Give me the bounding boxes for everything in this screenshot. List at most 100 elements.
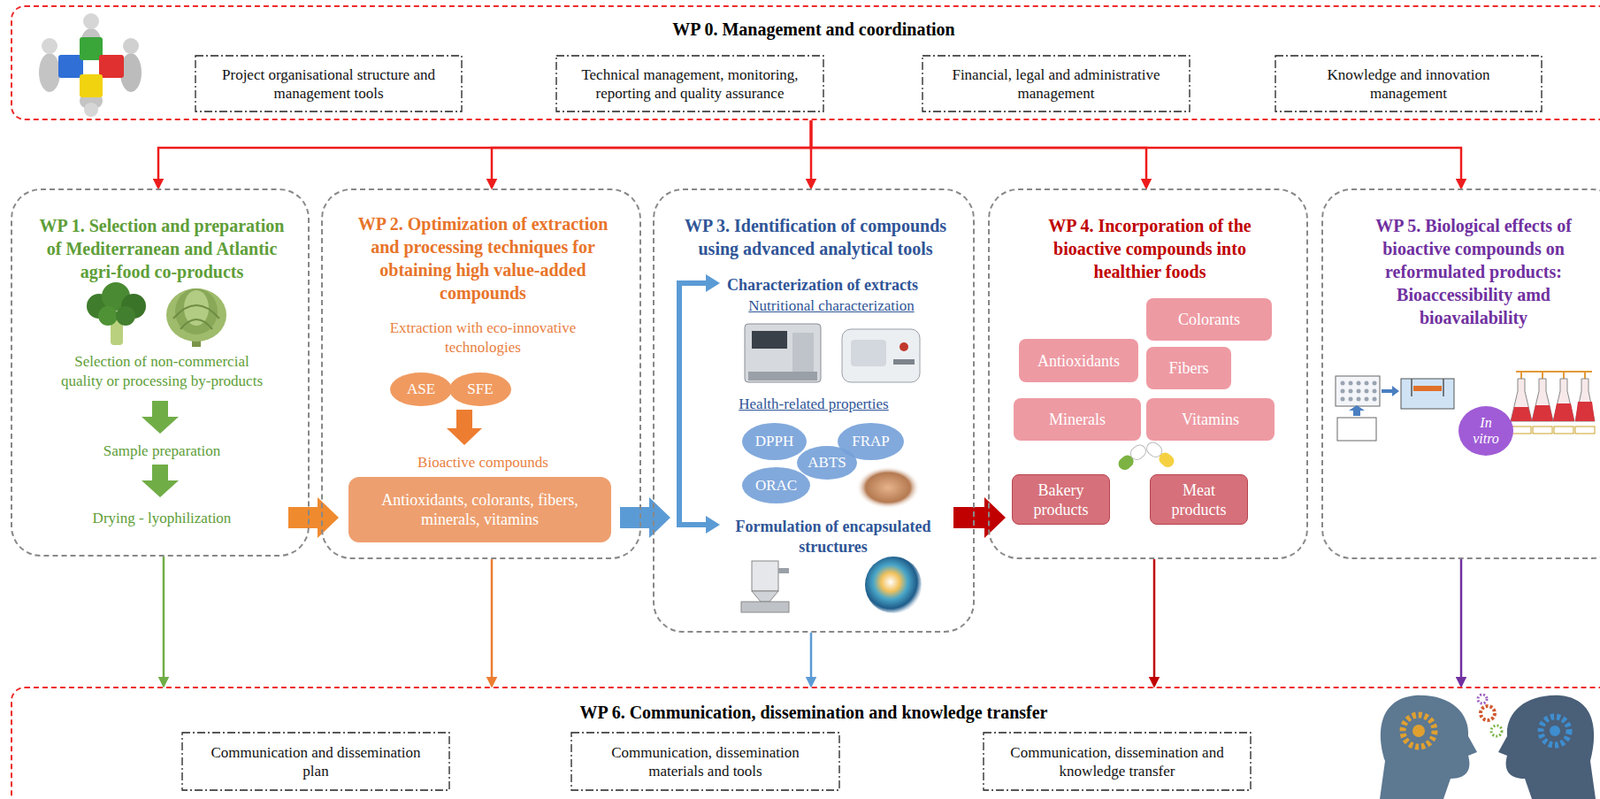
broccoli-picture — [86, 282, 146, 345]
label-text: ABTS — [807, 453, 846, 472]
label-text: ORAC — [755, 476, 797, 495]
teamwork-icon — [79, 37, 103, 61]
label-text: Extraction with eco-innovative technolog… — [358, 318, 608, 358]
flask-picture — [1531, 405, 1554, 422]
ellipse-fill — [796, 445, 858, 480]
instrument-picture — [850, 339, 887, 367]
task-box: Financial, legal and administrative mana… — [921, 54, 1191, 113]
pill-picture — [1128, 442, 1149, 462]
teamwork-icon — [99, 54, 124, 78]
compound-box: Antioxidants, colorants, fibers, mineral… — [348, 476, 612, 543]
label-text: Financial, legal and administrative mana… — [937, 65, 1175, 103]
digestion-model-picture — [1372, 389, 1378, 394]
digestion-model-picture — [1337, 417, 1377, 441]
block-arrow — [620, 497, 671, 538]
connector-group — [158, 120, 1462, 686]
dash-dot-outline — [983, 732, 1251, 790]
assay-ellipse: ABTS — [796, 444, 858, 481]
dash-dot-outline — [921, 54, 1191, 113]
digestion-model-picture — [1392, 385, 1400, 397]
digestion-model-picture — [1372, 397, 1378, 402]
flask-picture — [1511, 426, 1532, 434]
label-text: Communication, dissemination materials a… — [586, 742, 825, 781]
hand-photo — [856, 466, 920, 509]
thinking-heads-picture — [1549, 725, 1561, 736]
digestion-model-picture — [1364, 381, 1370, 386]
dissemination-band: Communication and dissemination planComm… — [10, 686, 1600, 799]
heading-text: WP 3. Identification of compounds using … — [673, 214, 957, 261]
flow-arrow — [1460, 558, 1463, 686]
pill-picture — [1116, 439, 1178, 473]
flask-picture — [1575, 426, 1595, 434]
digestion-model-picture — [1413, 385, 1442, 391]
label-text: Technical management, monitoring, report… — [571, 65, 809, 103]
label-text: Communication, dissemination and knowled… — [998, 742, 1236, 781]
ellipse-fill — [449, 372, 512, 406]
teamwork-icon — [83, 13, 100, 30]
label-text: Fibers — [1169, 358, 1210, 378]
flask-picture — [1553, 378, 1575, 422]
label-text: In vitro — [1466, 414, 1506, 447]
instrument-picture — [748, 371, 818, 381]
pill-picture — [1144, 439, 1178, 470]
artichoke-picture — [166, 288, 227, 342]
dash-dot-outline — [982, 731, 1252, 791]
flask-picture — [1554, 426, 1574, 434]
label-text: Vitamins — [1181, 409, 1240, 429]
flow-arrow — [1153, 558, 1156, 686]
label-text: Health-related properties — [707, 394, 920, 414]
task-box: Communication, dissemination and knowled… — [982, 731, 1252, 791]
flask-picture — [1531, 378, 1554, 422]
digestion-model-picture — [1348, 389, 1354, 394]
flask-picture — [1553, 403, 1575, 422]
artichoke-picture — [180, 319, 213, 330]
flask-picture — [1521, 371, 1585, 379]
digestion-model-picture — [1364, 389, 1370, 394]
ellipse-fill — [1458, 405, 1514, 456]
digestion-model-picture — [1356, 389, 1362, 394]
teamwork-icon — [38, 53, 61, 92]
heading-text: WP 2. Optimization of extraction and pro… — [350, 212, 616, 305]
digestion-model-picture — [1372, 381, 1378, 386]
thinking-heads-picture — [1412, 724, 1425, 737]
spray-dryer-picture — [751, 590, 779, 602]
dash-dot-outline — [1275, 55, 1542, 112]
spray-dryer-picture — [751, 560, 779, 591]
bracket-arrow — [679, 283, 708, 525]
thinking-heads-picture — [1402, 714, 1435, 747]
flask-picture — [1510, 378, 1532, 422]
flask-picture — [1515, 370, 1593, 373]
flask-picture — [1532, 426, 1553, 434]
digestion-model-picture — [1348, 397, 1354, 402]
teamwork-icon — [58, 54, 84, 78]
capsule-picture — [865, 556, 922, 613]
step-arrow — [141, 464, 179, 498]
ingredient-box: Vitamins — [1146, 398, 1275, 441]
heading-text: WP 4. Incorporation of the bioactive com… — [1025, 214, 1274, 284]
flask-picture — [1510, 371, 1595, 434]
broccoli-picture — [115, 306, 136, 326]
digestion-model-picture — [1335, 375, 1455, 441]
bracket-arrow — [679, 274, 720, 534]
flow-arrow — [811, 120, 1147, 188]
digestion-model-picture — [1340, 389, 1346, 394]
thinking-heads-picture — [1379, 695, 1478, 799]
spray-dryer-picture — [741, 560, 789, 613]
work-package-box: DPPHFRAPABTSORACWP 3. Identification of … — [652, 188, 975, 633]
hand-photo — [856, 466, 920, 509]
assay-ellipse: ORAC — [741, 466, 812, 505]
dash-dot-outline — [181, 731, 451, 791]
label-text: Sample preparation — [20, 441, 304, 461]
digestion-model-picture — [1335, 375, 1380, 406]
dash-dot-outline — [194, 54, 463, 113]
label-text: Formulation of encapsulated structures — [727, 516, 940, 558]
dash-dot-outline — [555, 54, 825, 113]
ingredient-box: Fibers — [1146, 346, 1232, 390]
label-text: Antioxidants — [1037, 351, 1120, 371]
label-text: Antioxidants, colorants, fibers, mineral… — [353, 489, 606, 529]
teamwork-icon — [79, 74, 103, 98]
instrument-picture — [893, 359, 915, 365]
block-arrow — [953, 497, 1006, 538]
